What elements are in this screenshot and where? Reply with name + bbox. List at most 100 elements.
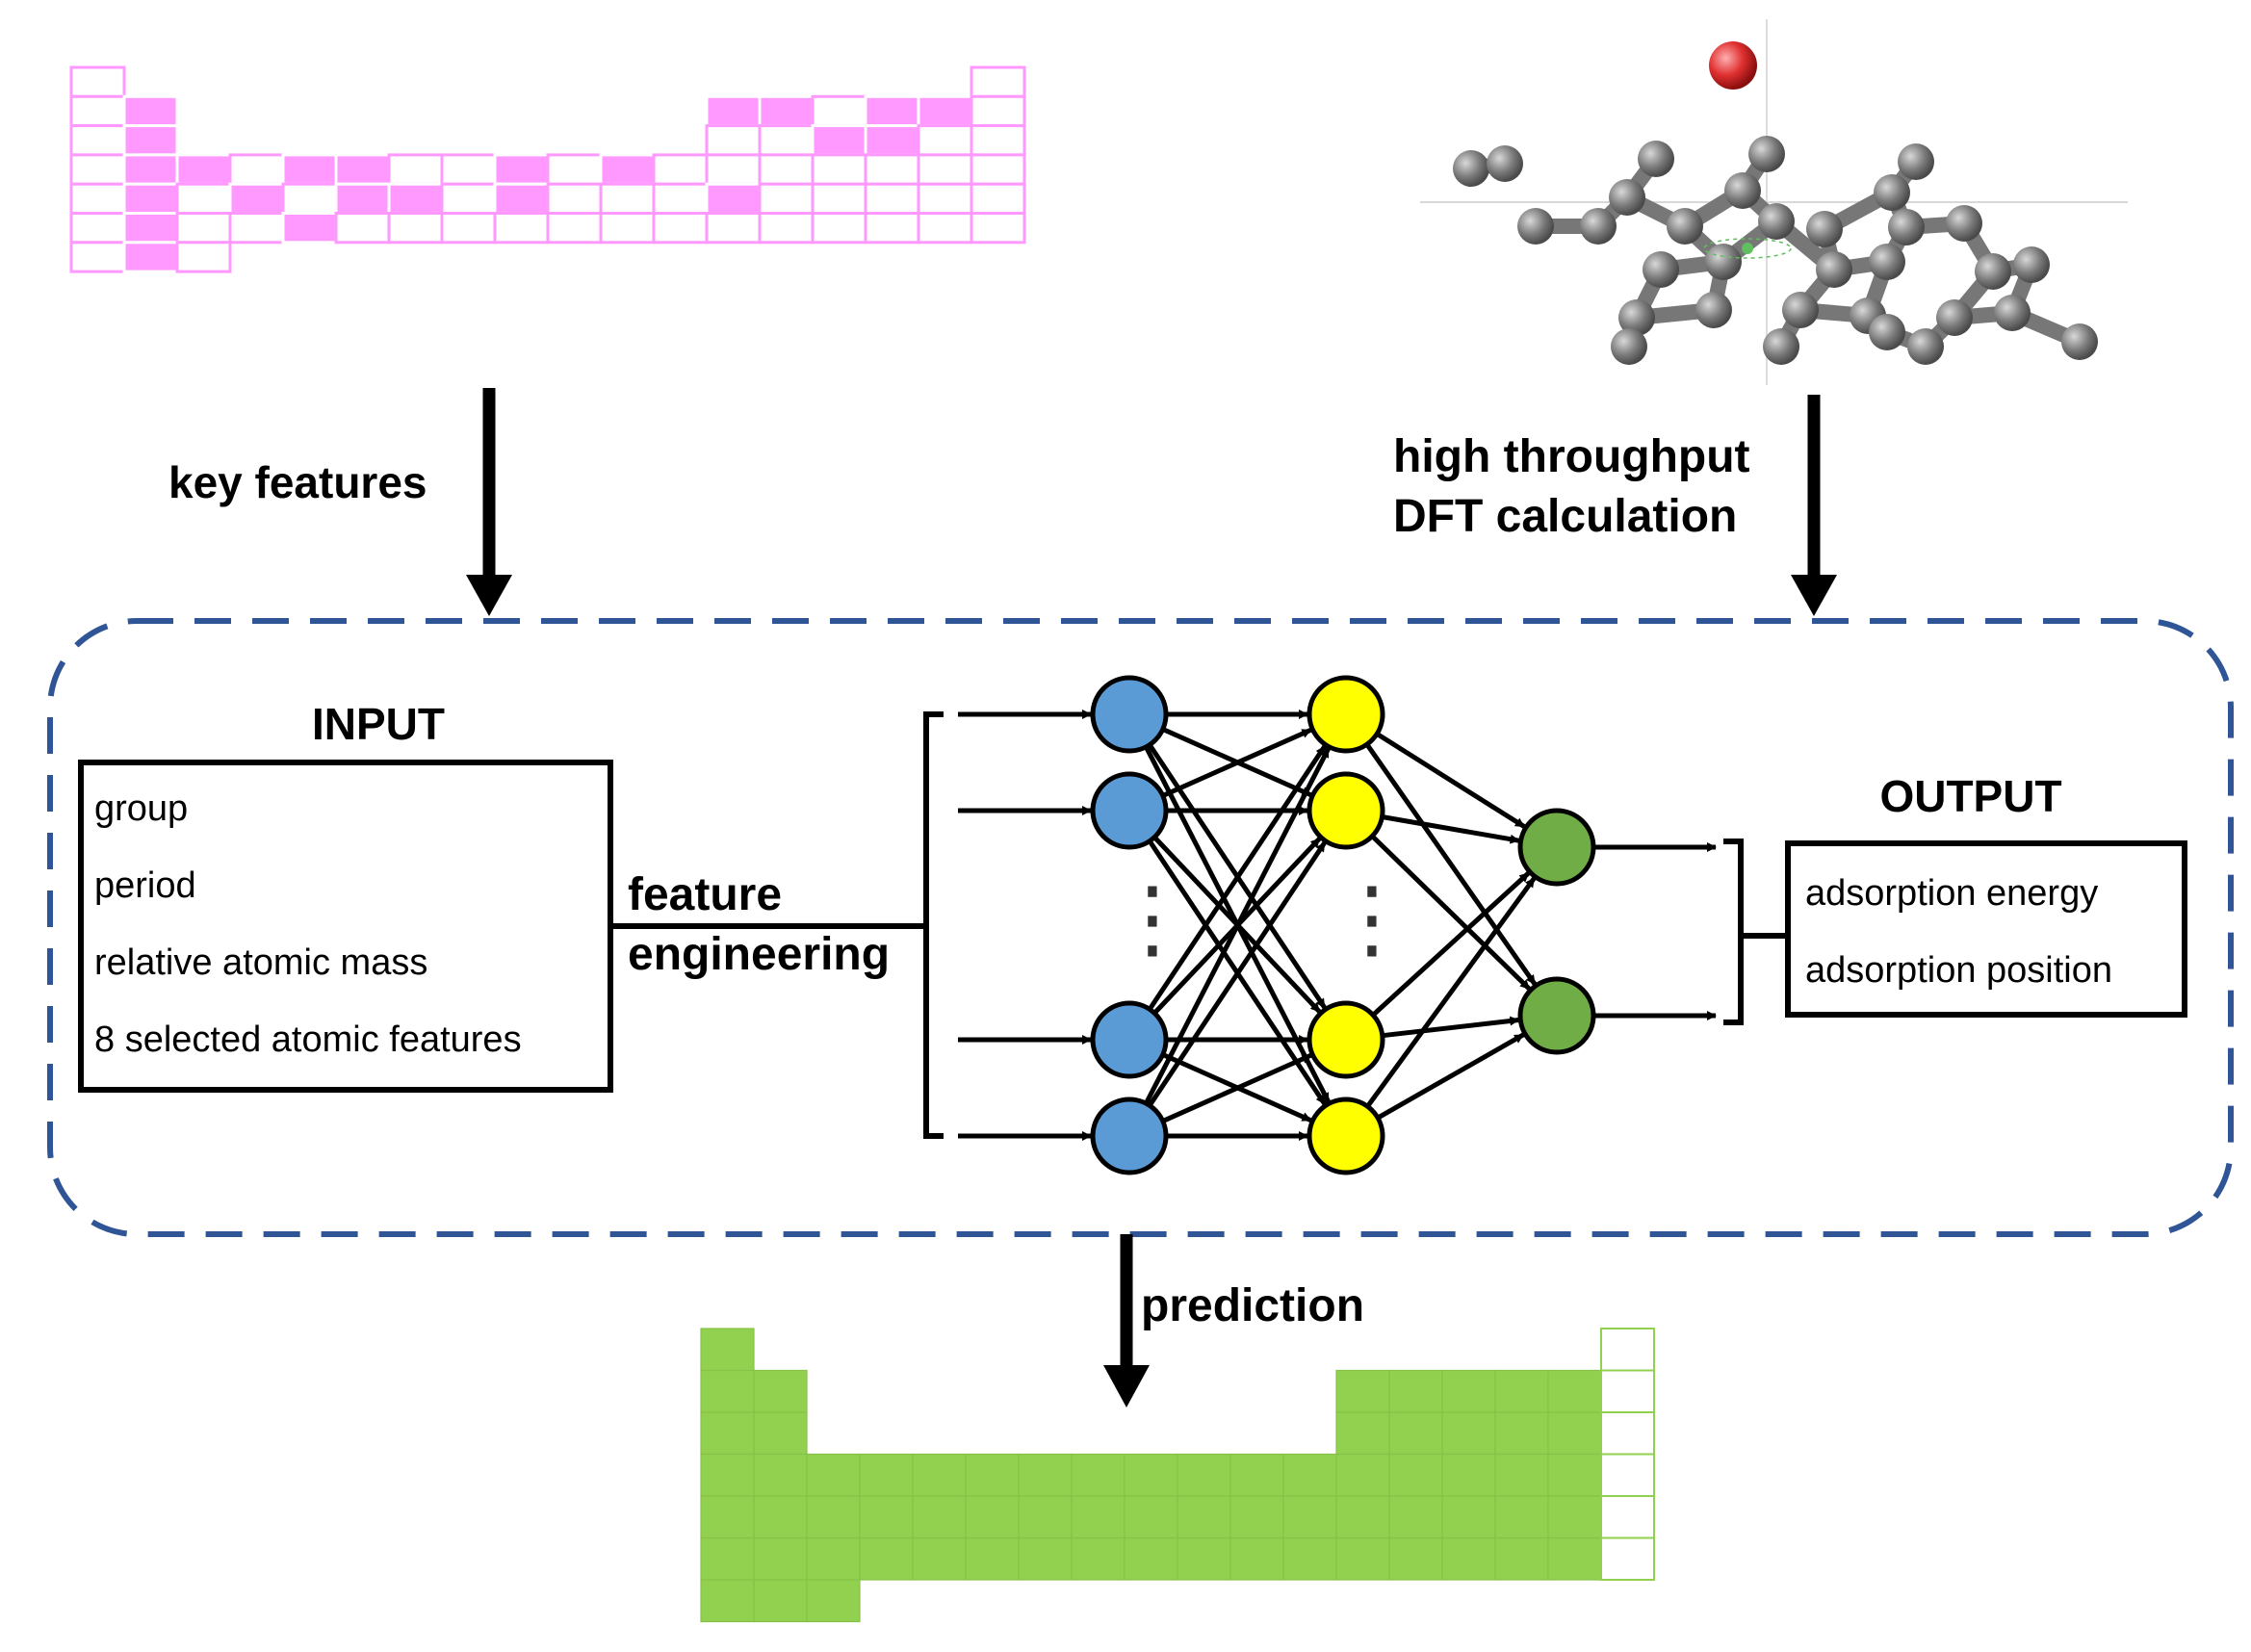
element-cell [493, 212, 550, 245]
element-cell [912, 1536, 967, 1581]
element-cell [546, 182, 603, 215]
input-box [78, 760, 613, 1093]
element-cell [700, 1495, 755, 1539]
element-cell [912, 1495, 967, 1539]
element-cell [122, 241, 179, 273]
element-cell [493, 153, 550, 186]
element-cell [700, 1579, 755, 1623]
element-cell [859, 1536, 914, 1581]
element-cell [1600, 1369, 1655, 1413]
element-cell [917, 182, 973, 215]
element-cell [806, 1453, 861, 1497]
carbon-atom [1763, 328, 1799, 365]
feature-engineering-line2: engineering [628, 929, 890, 980]
element-cell [864, 153, 920, 186]
output-node [1517, 976, 1596, 1055]
input-bracket [923, 711, 944, 1139]
element-cell [1547, 1536, 1602, 1581]
element-cell [493, 182, 550, 215]
element-cell [864, 124, 920, 157]
element-cell [599, 153, 656, 186]
element-cell [281, 182, 338, 215]
element-cell [1018, 1536, 1073, 1581]
element-cell [175, 241, 232, 273]
element-cell [806, 1536, 861, 1581]
carbon-atom [1667, 208, 1703, 245]
carbon-atom [1782, 292, 1819, 328]
element-cell [753, 1495, 808, 1539]
element-cell [917, 94, 973, 128]
arrow-key-features [466, 388, 512, 616]
carbon-atom [1705, 244, 1742, 280]
element-cell [69, 241, 126, 273]
element-cell [758, 153, 815, 186]
element-cell [69, 65, 126, 98]
element-cell [965, 1536, 1020, 1581]
neural-network: ⋮⋮ [958, 675, 1717, 1175]
dft-label-line1: high throughput [1393, 431, 1750, 482]
element-cell [705, 212, 762, 245]
element-cell [912, 1453, 967, 1497]
connection-hidden-output [1370, 834, 1532, 991]
element-cell [864, 94, 920, 128]
key-features-label: key features [168, 457, 427, 507]
element-cell [700, 1369, 755, 1413]
element-cell [758, 182, 815, 215]
feature-engineering-line1: feature [628, 869, 782, 920]
carbon-atom [1806, 211, 1843, 247]
element-cell [334, 153, 391, 186]
element-cell [1388, 1453, 1443, 1497]
arrow-dft [1791, 395, 1837, 616]
graphene-structure-image [1420, 19, 2128, 385]
element-cell [1282, 1495, 1337, 1539]
carbon-atom [1874, 174, 1910, 211]
element-cell [859, 1495, 914, 1539]
element-cell [1124, 1495, 1178, 1539]
arrow-prediction [1103, 1234, 1150, 1407]
carbon-atom [1453, 150, 1489, 187]
element-cell [1600, 1411, 1655, 1456]
element-cell [1229, 1495, 1284, 1539]
element-cell [440, 153, 497, 186]
element-cell [917, 124, 973, 157]
input-feature-relative-atomic-mass: relative atomic mass [94, 942, 427, 983]
carbon-atom [1695, 292, 1732, 328]
element-cell [122, 153, 179, 186]
periodic-table-key-features [69, 65, 1026, 273]
element-cell [811, 124, 867, 157]
element-cell [69, 124, 126, 157]
carbon-atom [1517, 208, 1554, 245]
element-cell [705, 153, 762, 186]
element-cell [753, 1453, 808, 1497]
element-cell [811, 153, 867, 186]
input-feature-period: period [94, 865, 196, 906]
element-cell [387, 212, 444, 245]
element-cell [122, 212, 179, 245]
input-node [1090, 1097, 1169, 1175]
element-cell [811, 182, 867, 215]
element-cell [970, 153, 1026, 186]
input-title: INPUT [312, 699, 445, 749]
carbon-atom [1487, 145, 1523, 182]
element-cell [758, 212, 815, 245]
element-cell [753, 1579, 808, 1623]
element-cell [1441, 1495, 1496, 1539]
element-cell [1494, 1369, 1549, 1413]
connection-hidden-output [1375, 732, 1526, 829]
element-cell [546, 212, 603, 245]
element-cell [753, 1369, 808, 1413]
carbon-atom [1975, 253, 2011, 290]
element-cell [1018, 1495, 1073, 1539]
element-cell [700, 1453, 755, 1497]
hidden-node [1307, 771, 1385, 850]
element-cell [1071, 1495, 1126, 1539]
element-cell [1335, 1453, 1390, 1497]
element-cell [700, 1411, 755, 1456]
carbon-atom [1898, 143, 1934, 180]
connection-hidden-output [1376, 1032, 1525, 1121]
connection-hidden-output [1365, 876, 1537, 1108]
element-cell [700, 1328, 755, 1372]
connection-input-hidden [1144, 747, 1331, 1105]
element-cell [705, 94, 762, 128]
element-cell [228, 212, 285, 245]
